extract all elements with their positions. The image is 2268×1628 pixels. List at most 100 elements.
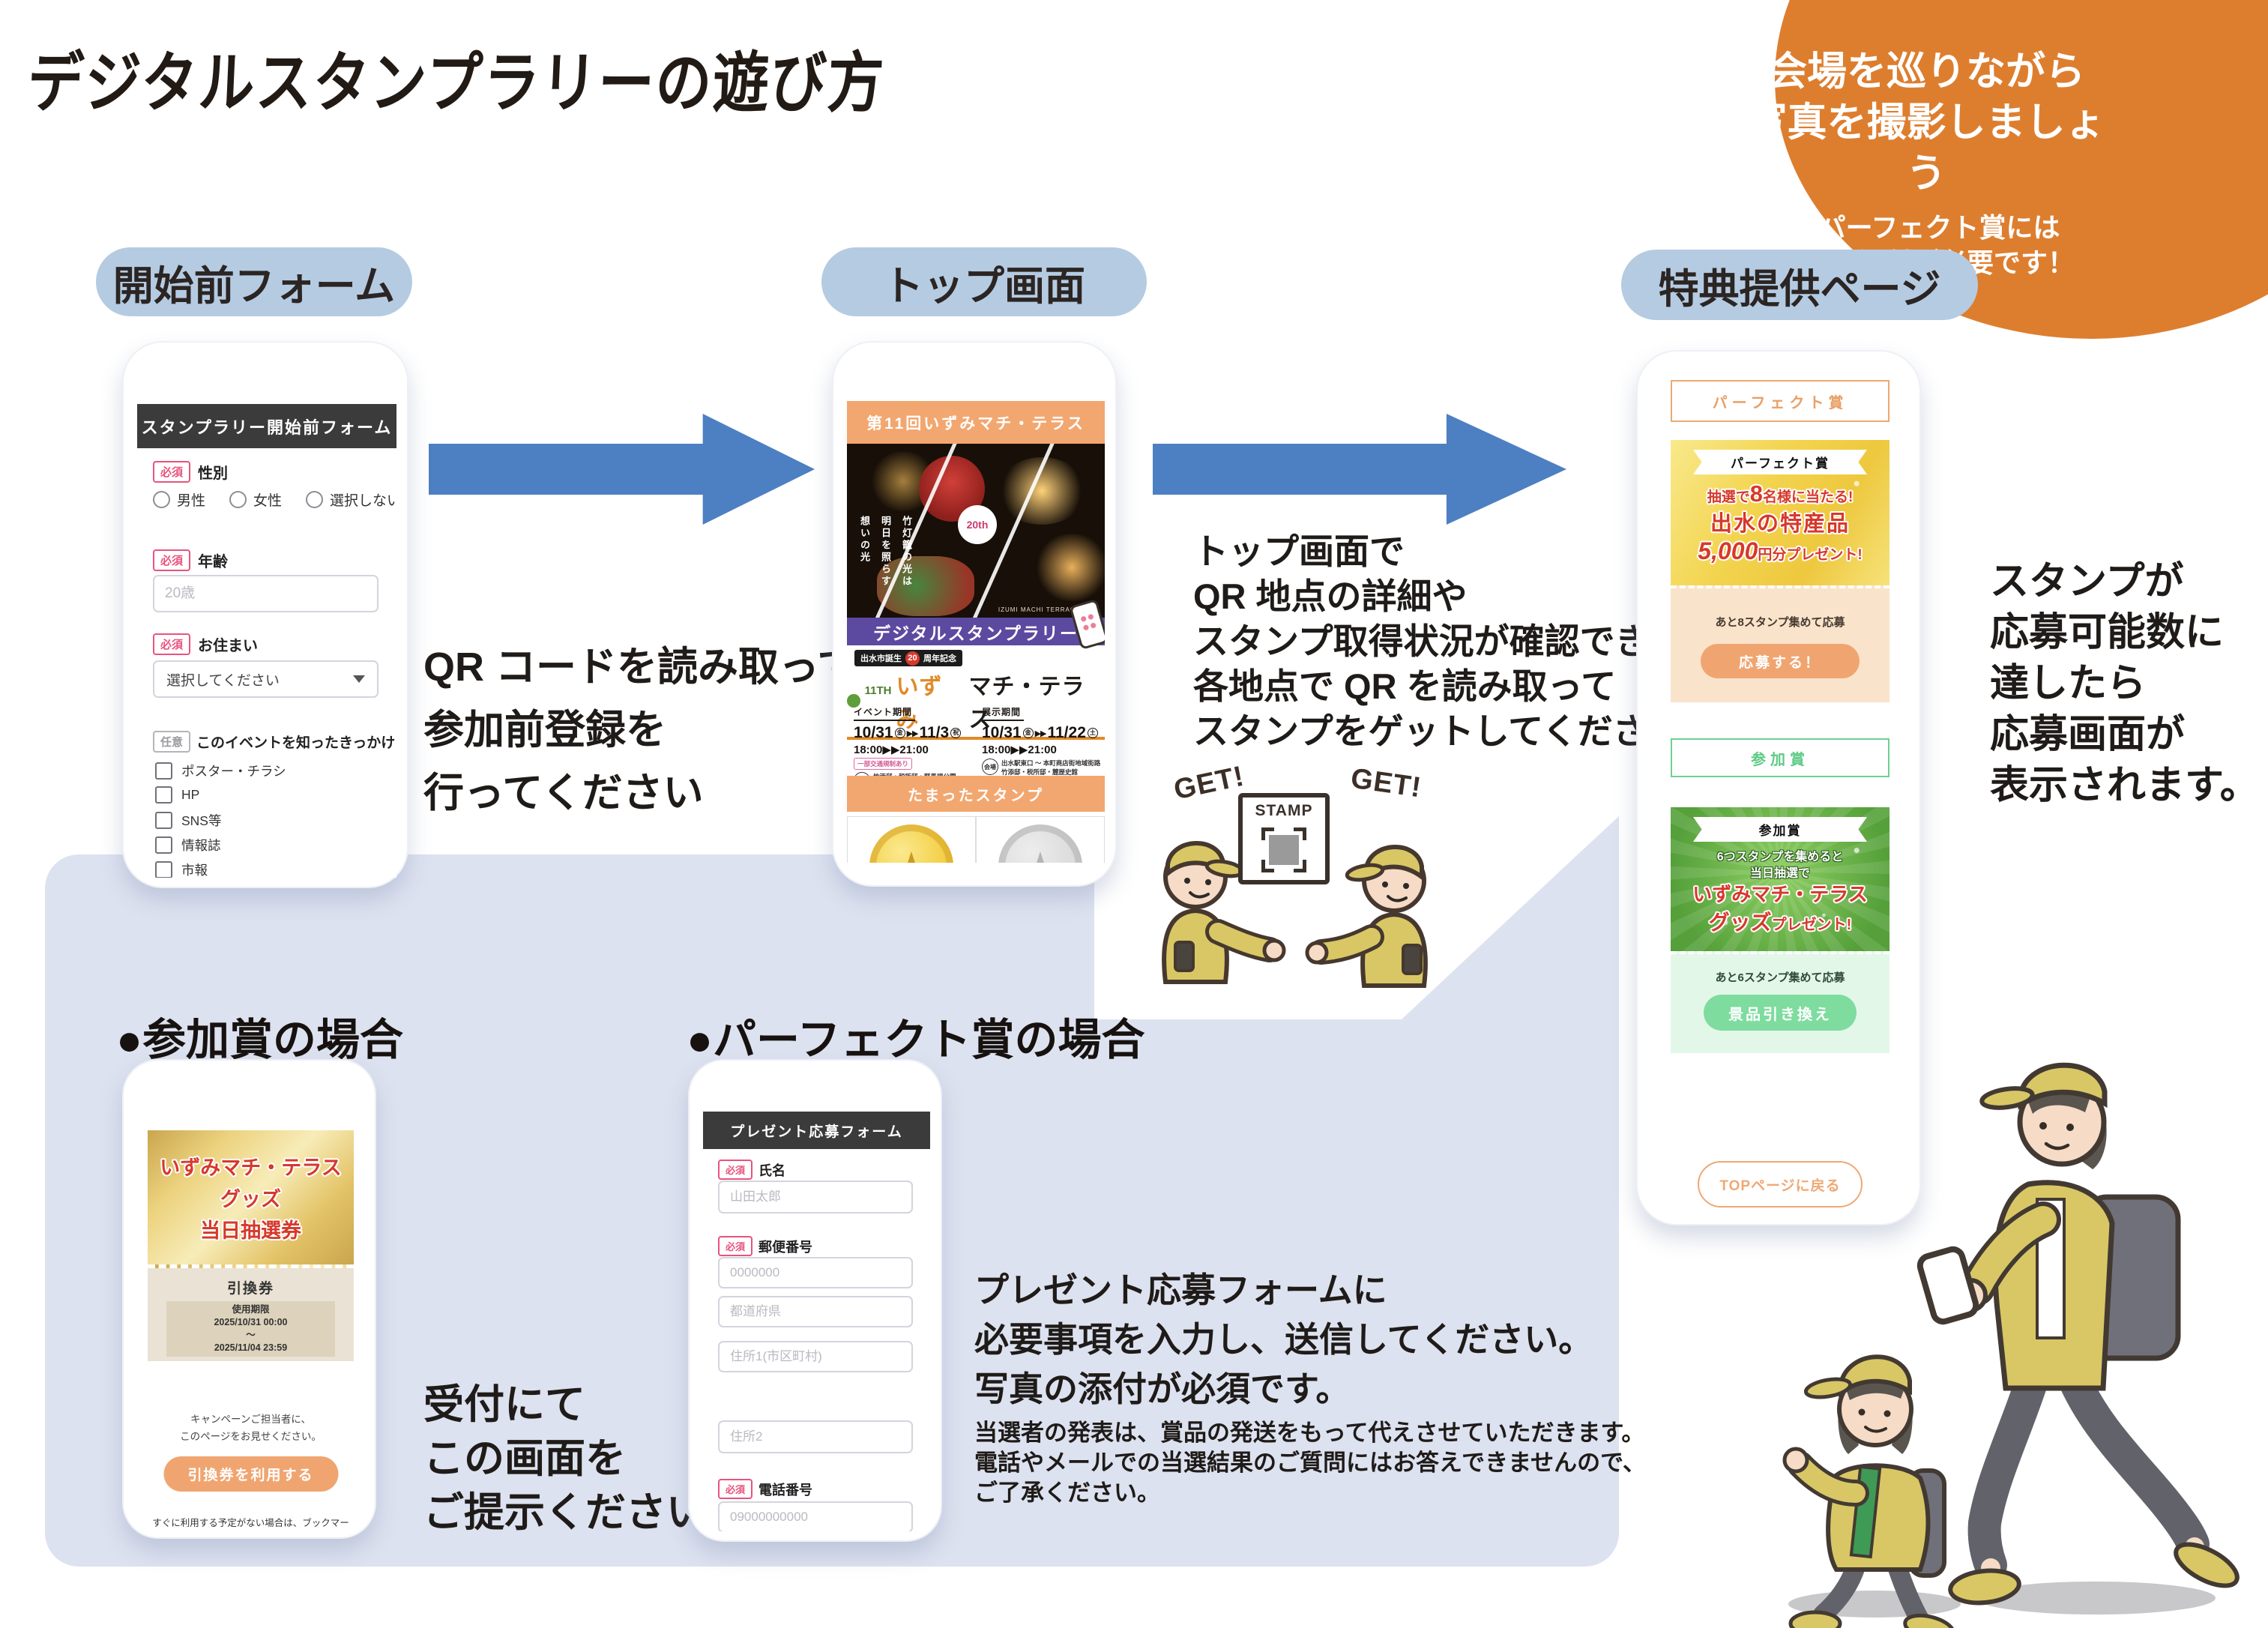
radio-male[interactable]	[153, 491, 170, 508]
ribbon-label: 参加賞	[1693, 817, 1867, 842]
voucher-label: 引換券	[226, 1281, 274, 1297]
note-line: このページをお見せください。	[180, 1431, 322, 1442]
radio-female[interactable]	[229, 491, 247, 508]
phone-preform: スタンプラリー開始前フォーム 必須 性別 男性 女性 選択しない 必須 年齢	[122, 341, 408, 888]
caption-step1: QR コードを読み取って、 参加前登録を 行ってください	[423, 636, 896, 824]
checkbox-cityreport[interactable]	[155, 861, 172, 878]
caption-line: 写真の添付が必須です。	[974, 1369, 1351, 1408]
checkbox-magazine[interactable]	[155, 836, 172, 854]
expiry-box: 使用期限 2025/10/31 00:00 ～ 2025/11/04 23:59	[166, 1301, 335, 1357]
caption-line: 必要事項を入力し、送信してください。	[974, 1320, 1593, 1359]
anniversary-num: 20	[905, 651, 920, 666]
caption-line: 応募可能数に	[1990, 611, 2225, 654]
collage-credit: IZUMI MACHI TERRACE 2025	[998, 606, 1099, 613]
preform-header: スタンプラリー開始前フォーム	[137, 404, 396, 448]
star-icon: ★	[1022, 843, 1058, 863]
age-input[interactable]	[153, 575, 378, 612]
weekday-badge: 金	[894, 728, 905, 738]
participation-apply-section: あと6スタンプ集めて応募 景品引き換え	[1671, 951, 1890, 1053]
checkbox-sns-label[interactable]: SNS等	[181, 813, 222, 828]
phone-top-screen: 第11回いずみマチ・テラス 竹灯籠の光は 明日を照らす 想いの光 20th IZ…	[832, 341, 1117, 887]
radio-male-label[interactable]: 男性	[177, 493, 206, 509]
checkbox-magazine-label[interactable]: 情報誌	[181, 838, 221, 853]
source-option-row[interactable]: 市報	[155, 860, 208, 878]
participation-prize-banner: 参加賞 6つスタンプを集めると 当日抽選で いずみマチ・テラス グッズプレゼント…	[1671, 807, 1890, 951]
source-option-row[interactable]: SNS等	[155, 811, 221, 830]
event-period-dates: 10/31 金 ▶▶ 11/3 祝	[854, 724, 974, 742]
banner-line4: グッズプレゼント!	[1708, 911, 1852, 934]
radio-noanswer[interactable]	[306, 491, 324, 508]
festival-photo-collage: 竹灯籠の光は 明日を照らす 想いの光 20th IZUMI MACHI TERR…	[847, 444, 1105, 618]
note-line: キャンペーンご担当者に、	[190, 1414, 311, 1425]
apply-button[interactable]: 応募する！	[1701, 644, 1860, 678]
address1-input[interactable]	[718, 1341, 913, 1372]
photo-note-text: 会場を巡りながら 写真を撮影しましょう ※パーフェクト賞には 写真の添付が必要で…	[1746, 46, 2106, 280]
source-label: このイベントを知ったきっかけ	[196, 735, 396, 751]
photo-note-line2: 写真を撮影しましょう	[1747, 100, 2105, 196]
prefecture-input[interactable]	[718, 1296, 913, 1327]
caption-line: 参加前登録を	[423, 708, 666, 753]
page-title: デジタルスタンプラリーの遊び方	[25, 46, 887, 120]
qr-frame-icon	[1261, 827, 1306, 872]
date-start: 10/31	[854, 724, 893, 741]
tagline-col: 想いの光	[859, 516, 870, 564]
checkbox-hp[interactable]	[155, 786, 172, 804]
remaining-stamps-text: あと6スタンプ集めて応募	[1715, 971, 1845, 984]
caption-line: QR 地点の詳細や	[1193, 576, 1468, 616]
residence-label: お住まい	[198, 638, 259, 654]
banner-line1: 6つスタンプを集めると	[1716, 851, 1844, 863]
tel-input[interactable]	[718, 1501, 913, 1531]
source-option-row[interactable]: ポスター・チラシ	[155, 762, 286, 780]
voucher-section: 引換券 使用期限 2025/10/31 00:00 ～ 2025/11/04 2…	[148, 1268, 354, 1361]
source-option-row[interactable]: 情報誌	[155, 836, 221, 854]
gender-radio-group: 男性 女性 選択しない	[153, 489, 396, 510]
caption-step3: スタンプが 応募可能数に 達したら 応募画面が 表示されます。	[1990, 556, 2259, 811]
required-badge: 必須	[153, 633, 191, 655]
zip-input[interactable]	[718, 1257, 913, 1288]
remaining-stamps-text: あと8スタンプ集めて応募	[1715, 616, 1845, 629]
caption-line: QR コードを読み取って、	[423, 645, 896, 690]
20th-anniversary-badge: 20th	[958, 505, 997, 544]
expiry-start: 2025/10/31 00:00	[214, 1317, 288, 1327]
gender-field-label: 必須 性別	[153, 461, 228, 483]
age-field-label: 必須 年齢	[153, 549, 228, 571]
exchange-button[interactable]: 景品引き換え	[1704, 995, 1857, 1031]
anniversary-badge: 出水市誕生 20 周年記念	[854, 650, 962, 666]
checkbox-poster-label[interactable]: ポスター・チラシ	[181, 764, 286, 779]
weekday-badge: 土	[1087, 728, 1098, 738]
radio-noanswer-label[interactable]: 選択しない	[330, 493, 396, 509]
required-badge: 必須	[718, 1479, 753, 1499]
caption-line: トップ画面で	[1193, 531, 1405, 571]
source-option-row[interactable]: HP	[155, 786, 199, 804]
phone-entry-form: プレゼント応募フォーム 必須 氏名 必須 郵便番号 必須 電話番号	[688, 1059, 942, 1542]
caption-line: 応募画面が	[1990, 713, 2186, 756]
traffic-notice-badge: 一部交通規制あり	[854, 758, 913, 770]
venue-text: 出水駅東口 〜 本町商店街地域街路 竹添邸・税所邸・麓歴史館	[1001, 759, 1100, 777]
stamp-earned-icon: ★	[869, 824, 953, 863]
logo-leaf-icon	[847, 694, 860, 708]
use-voucher-button[interactable]: 引換券を利用する	[163, 1456, 338, 1492]
collage-tagline: 竹灯籠の光は 明日を照らす 想いの光	[857, 516, 914, 588]
photo-note-line1: 会場を巡りながら	[1767, 49, 2085, 94]
checkbox-cityreport-label[interactable]: 市報	[181, 863, 208, 878]
caption-line: スタンプが	[1990, 560, 2184, 603]
residence-select[interactable]: 選択してください	[153, 660, 378, 698]
name-input[interactable]	[718, 1181, 913, 1214]
date-end: 11/3	[919, 724, 950, 741]
checkbox-sns[interactable]	[155, 812, 172, 829]
lantern-glow	[1034, 534, 1105, 601]
participation-prize-header: 参加賞	[1671, 738, 1890, 777]
venue-badge: 会場	[982, 759, 998, 775]
anniversary-post: 周年記念	[923, 654, 956, 663]
checkbox-poster[interactable]	[155, 762, 172, 780]
back-to-top-button[interactable]: TOPページに戻る	[1698, 1161, 1863, 1208]
exhibit-period-label: 展示期間	[982, 705, 1025, 721]
step-label-preform: 開始前フォーム	[96, 247, 412, 316]
banner-line2: 当日抽選で	[1749, 867, 1810, 880]
get-label-right: GET!	[1348, 762, 1424, 804]
checkbox-hp-label[interactable]: HP	[181, 787, 200, 802]
date-end: 11/22	[1047, 724, 1086, 741]
address2-input[interactable]	[718, 1420, 913, 1453]
radio-female-label[interactable]: 女性	[253, 493, 283, 509]
